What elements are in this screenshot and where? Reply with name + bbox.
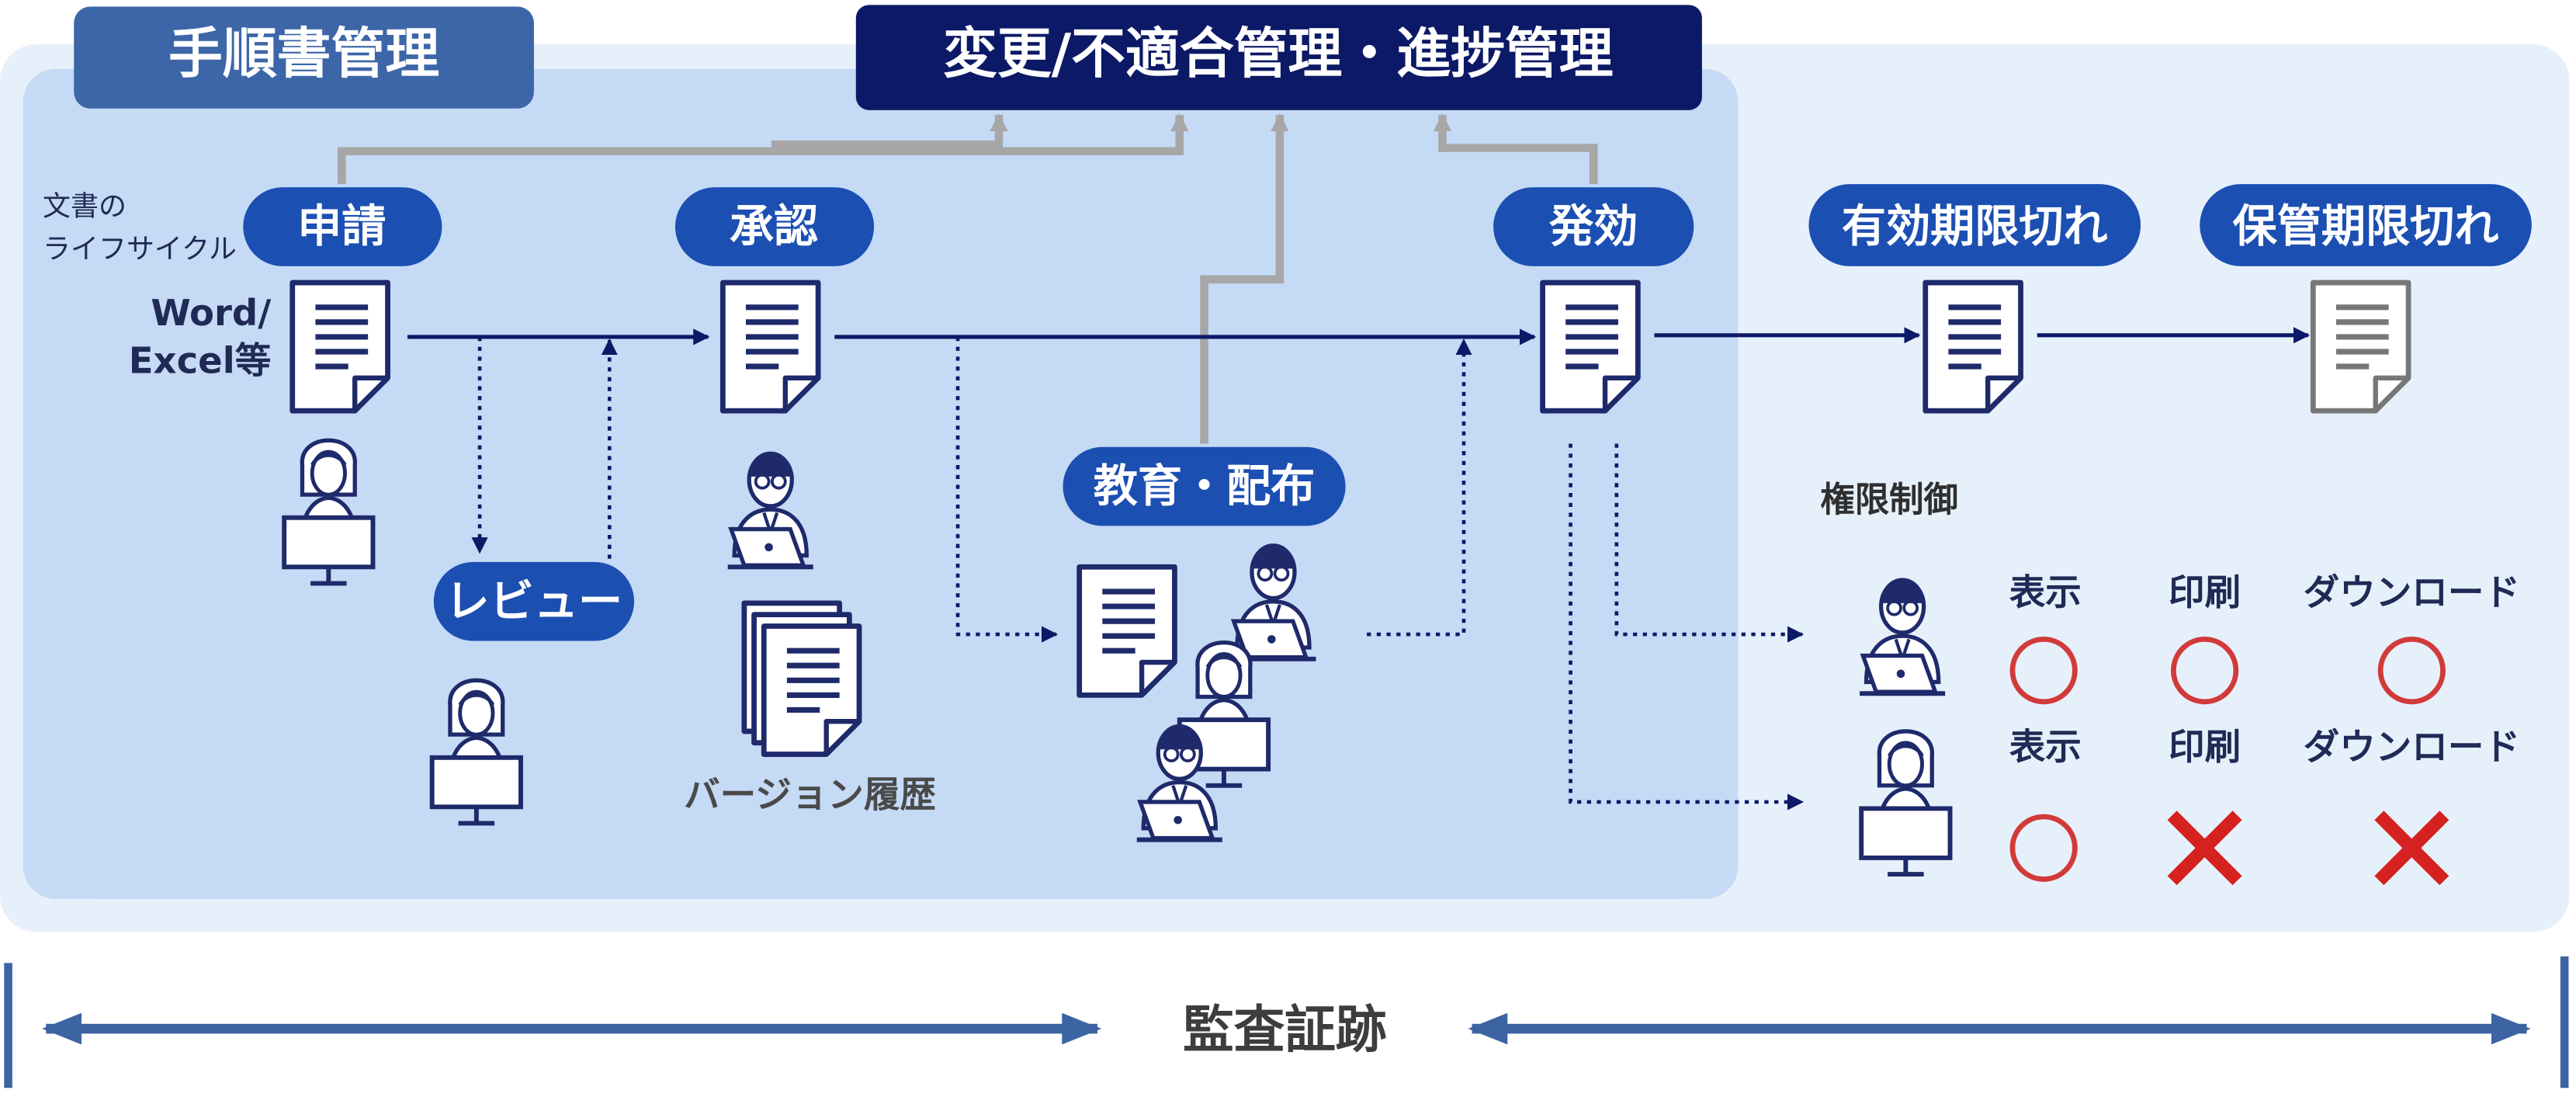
main-flow-arrows bbox=[407, 327, 2311, 345]
procedure-mgmt-box bbox=[74, 6, 534, 109]
stage-retention-expired-label: 保管期限切れ bbox=[2233, 201, 2499, 252]
document-icon-effective bbox=[1543, 283, 1638, 411]
stage-approval-label: 承認 bbox=[730, 201, 818, 252]
stage-expired-label: 有効期限切れ bbox=[1842, 201, 2108, 252]
permission-title: 権限制御 bbox=[1820, 480, 1958, 519]
document-icon-application bbox=[293, 283, 388, 411]
document-icon-retention-expired bbox=[2313, 283, 2408, 411]
document-stack-icon bbox=[744, 603, 859, 755]
stage-review-label: レビュー bbox=[446, 576, 623, 627]
stage-education-pill bbox=[1063, 446, 1346, 526]
change-mgmt-title: 変更/不適合管理・進捗管理 bbox=[943, 23, 1614, 85]
lifecycle-label-line1: 文書の bbox=[43, 190, 127, 222]
perm-header-view-1: 表示 bbox=[2009, 571, 2082, 613]
stage-approval-pill bbox=[674, 187, 875, 266]
audit-trail-label: 監査証跡 bbox=[1183, 1000, 1386, 1059]
stage-review-pill bbox=[433, 561, 635, 641]
procedure-mgmt-title: 手順書管理 bbox=[168, 23, 439, 85]
stage-expired-pill bbox=[1808, 184, 2141, 266]
document-icon-education bbox=[1080, 567, 1175, 695]
document-icon-expired bbox=[1926, 283, 2021, 411]
source-label-line1: Word/ bbox=[151, 292, 271, 334]
stage-application-pill bbox=[243, 187, 442, 266]
stage-application-label: 申請 bbox=[297, 201, 386, 252]
stage-education-label: 教育・配布 bbox=[1094, 461, 1316, 512]
perm-header-download-2: ダウンロード bbox=[2304, 726, 2520, 768]
dotted-flow-arrows bbox=[471, 336, 1805, 811]
stage-retention-expired-pill bbox=[2200, 184, 2532, 266]
perm-header-view-2: 表示 bbox=[2009, 726, 2082, 768]
perm-header-print-1: 印刷 bbox=[2169, 571, 2241, 613]
stage-effective-label: 発効 bbox=[1549, 201, 1638, 252]
perm-header-download-1: ダウンロード bbox=[2304, 571, 2520, 613]
version-history-label: バージョン履歴 bbox=[684, 773, 936, 815]
source-label-line2: Excel等 bbox=[129, 339, 271, 381]
change-mgmt-box bbox=[855, 5, 1702, 110]
feedback-lines bbox=[337, 113, 1598, 444]
document-icon-approval bbox=[723, 283, 818, 411]
stage-effective-pill bbox=[1493, 187, 1694, 266]
perm-header-print-2: 印刷 bbox=[2169, 726, 2241, 768]
lifecycle-label-line2: ライフサイクル bbox=[43, 233, 237, 265]
